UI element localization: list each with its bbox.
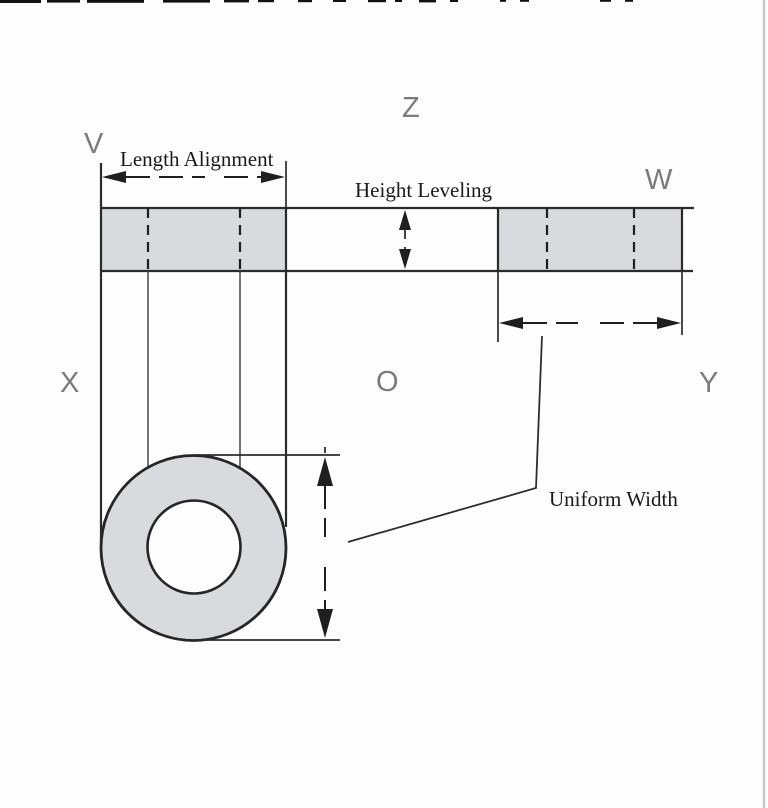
arrowhead-left-icon <box>102 171 126 183</box>
uniform-width-label: Uniform Width <box>549 487 678 511</box>
corner-letter-w: W <box>645 164 673 196</box>
arrowhead-up-icon <box>399 210 411 230</box>
arrowhead-down-icon <box>317 609 333 638</box>
dim-uniform-width: Uniform Width <box>347 271 683 543</box>
corner-letters: V Z W X O Y <box>60 92 718 399</box>
corner-letter-v: V <box>84 128 104 160</box>
corner-letter-z: Z <box>402 92 420 124</box>
scan-artifact-top-edge <box>0 0 633 3</box>
ring-boss <box>99 454 288 642</box>
corner-letter-x: X <box>60 367 79 399</box>
length-alignment-label: Length Alignment <box>120 147 274 171</box>
dim-boss-diameter <box>196 447 340 641</box>
arrowhead-down-icon <box>399 249 411 269</box>
arrowhead-left-icon <box>499 317 523 329</box>
corner-letter-o: O <box>376 366 399 398</box>
dim-height-leveling: Height Leveling <box>355 178 493 269</box>
ring-inner-hole <box>146 499 242 595</box>
corner-letter-y: Y <box>699 367 718 399</box>
arrowhead-right-icon <box>261 171 285 183</box>
uniform-width-leader-line <box>347 335 543 543</box>
bar-right-shaded-segment <box>498 208 682 271</box>
horizontal-bar <box>101 206 694 273</box>
dim-length-alignment: Length Alignment <box>102 147 285 183</box>
bar-left-shaded-segment <box>101 208 286 271</box>
arrowhead-right-icon <box>657 317 681 329</box>
arrowhead-up-icon <box>317 457 333 486</box>
height-leveling-label: Height Leveling <box>355 178 493 202</box>
